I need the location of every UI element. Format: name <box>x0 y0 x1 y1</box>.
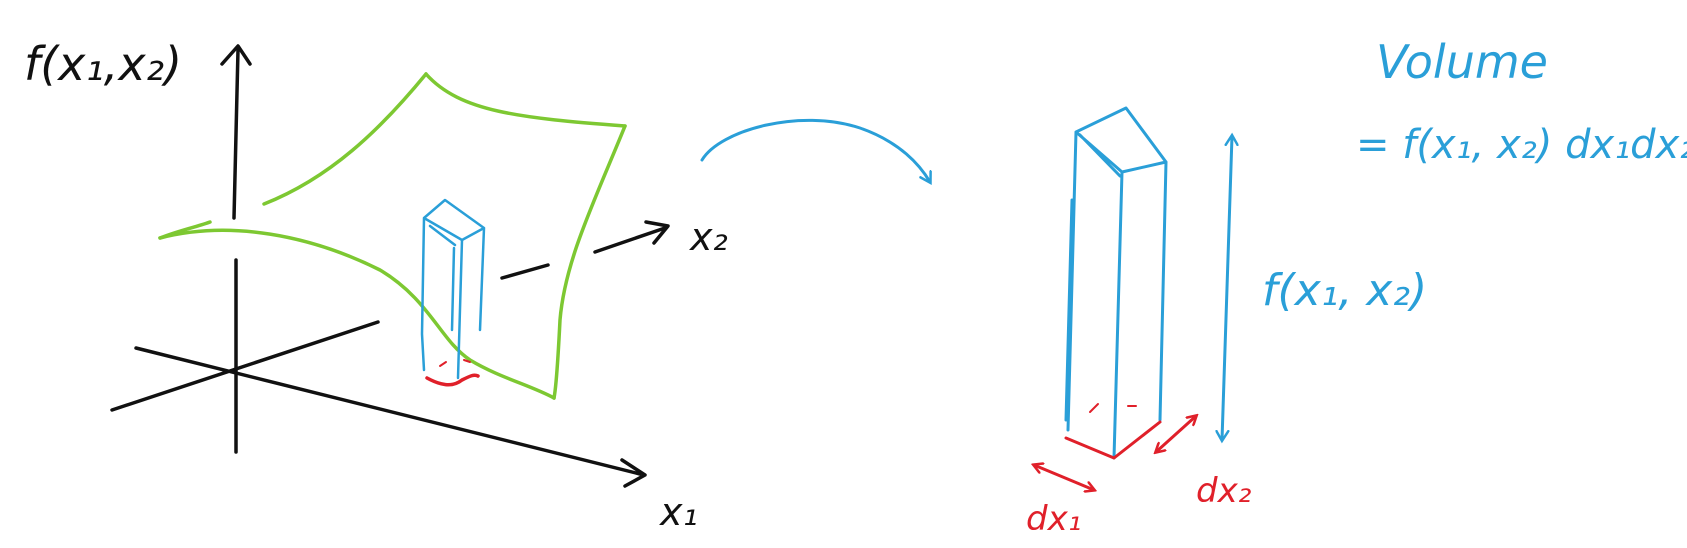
surface-left-edge <box>158 220 212 240</box>
z-axis <box>232 48 240 454</box>
surface-right-edge <box>552 124 627 400</box>
z-axis-label: f(x₁,x₂) <box>24 37 182 91</box>
x1-axis-arrowhead <box>620 458 647 488</box>
volume-formula: = f(x₁, x₂) dx₁dx₂ <box>1356 122 1687 168</box>
surface-back-edge <box>262 72 428 206</box>
x2-axis-front <box>593 226 667 254</box>
right-diagram: f(x₁, x₂) dx₁ dx₂ <box>1026 106 1427 539</box>
dx2-arrow <box>1156 416 1196 452</box>
tall-column-base-hidden <box>1089 403 1137 413</box>
z-axis-arrowhead <box>220 44 252 66</box>
small-column-base-hidden <box>439 359 471 367</box>
surface-right-back-edge <box>424 72 627 128</box>
x1-axis-label: x₁ <box>659 490 698 534</box>
height-arrow <box>1222 136 1232 440</box>
dx1-label: dx₁ <box>1026 499 1081 539</box>
zoom-arrow <box>700 118 930 182</box>
x2-axis-mid <box>500 263 550 280</box>
tall-column <box>1064 106 1168 460</box>
x2-axis-label: x₂ <box>689 215 728 259</box>
x1-axis <box>134 346 642 476</box>
small-column-base <box>425 373 480 387</box>
x2-axis-arrowhead <box>644 220 670 245</box>
tall-column-base <box>1064 420 1162 460</box>
left-diagram: f(x₁,x₂) x₁ x₂ <box>24 37 728 534</box>
dx1-arrow <box>1034 465 1094 490</box>
dx2-label: dx₂ <box>1196 471 1252 511</box>
small-column <box>420 198 486 380</box>
volume-title: Volume <box>1376 35 1548 89</box>
x2-axis-back <box>110 320 380 412</box>
surface-front-edge <box>158 228 556 400</box>
volume-annotation: Volume = f(x₁, x₂) dx₁dx₂ <box>1356 35 1687 168</box>
height-label: f(x₁, x₂) <box>1262 265 1427 316</box>
